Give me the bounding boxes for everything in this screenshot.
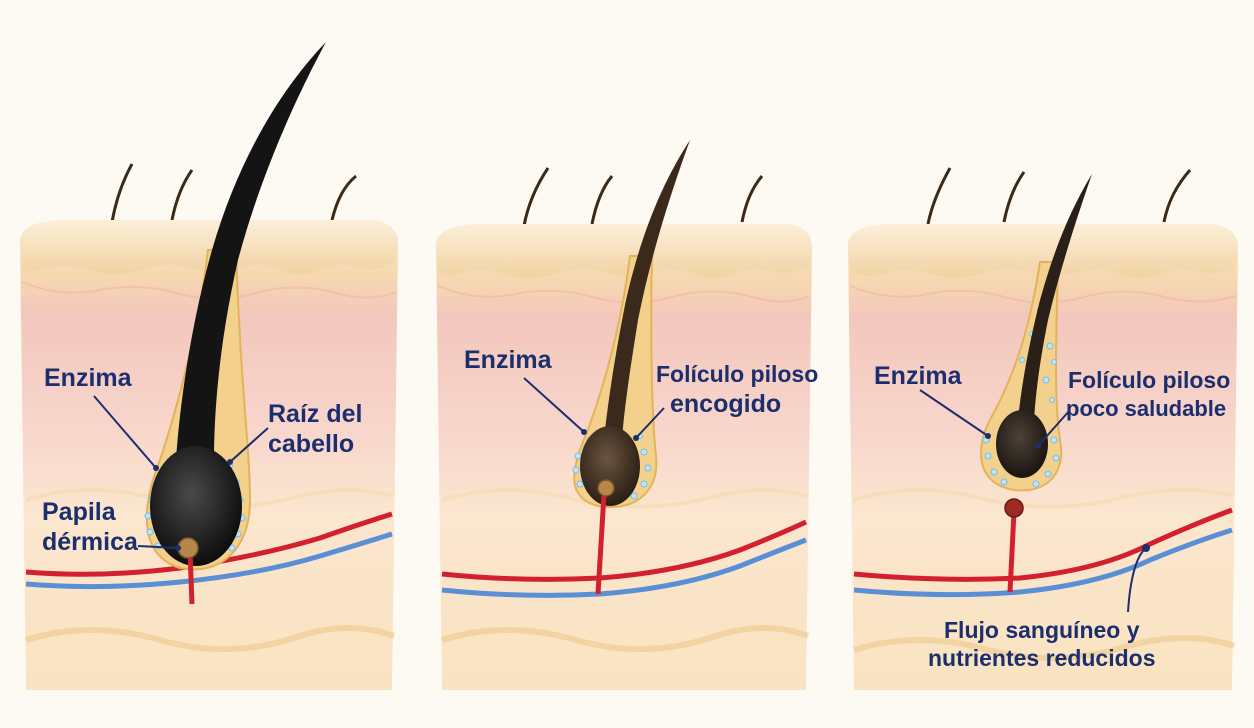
- leader-enzyme: [93, 395, 157, 469]
- epidermis: [848, 224, 1238, 278]
- surface-hair: [590, 175, 614, 225]
- vein: [25, 531, 393, 590]
- hair-bulb: [996, 410, 1048, 478]
- label-follicle-line2: poco saludable: [1066, 396, 1226, 421]
- capillary: [187, 551, 195, 605]
- surface-hair: [170, 169, 194, 221]
- label-root-line1: Raíz del: [268, 400, 362, 428]
- surface-hair: [330, 174, 357, 221]
- hair-bulb: [580, 426, 640, 506]
- label-flow-line2: nutrientes reducidos: [928, 645, 1155, 671]
- enzyme-dots: [572, 433, 652, 500]
- leader-follicle: [1037, 409, 1071, 447]
- panel-healthy: Enzima Raíz del cabello Papila dérmica: [20, 42, 398, 690]
- artery: [853, 507, 1233, 582]
- epidermis: [20, 220, 398, 274]
- label-follicle-line1: Folículo piloso: [1068, 367, 1230, 393]
- surface-hair: [522, 167, 550, 227]
- surface-hair: [740, 175, 764, 223]
- label-root-line2: cabello: [268, 430, 354, 458]
- artery: [441, 519, 808, 582]
- leader-enzyme: [523, 377, 585, 433]
- hair-bulb: [150, 446, 242, 566]
- hair-shaft-healthy: [176, 42, 326, 460]
- panel-unhealthy: Enzima Folículo piloso poco saludable Fl…: [848, 167, 1238, 690]
- hair-shaft-weak: [604, 140, 690, 440]
- surface-hair: [1162, 169, 1192, 223]
- label-follicle-line2: encogido: [670, 390, 781, 418]
- surface-hair: [110, 163, 134, 223]
- label-papilla-line2: dérmica: [42, 528, 139, 556]
- label-papilla-line1: Papila: [42, 498, 117, 526]
- leader-root: [229, 427, 269, 463]
- dermal-papilla: [597, 479, 615, 497]
- surface-hair: [1002, 171, 1026, 223]
- vein: [441, 537, 807, 598]
- capillary: [1007, 511, 1017, 593]
- capillary: [595, 493, 607, 595]
- leader-papilla: [137, 545, 179, 549]
- vein: [853, 527, 1233, 598]
- label-enzyme: Enzima: [874, 362, 963, 390]
- dermal-papilla: [1004, 498, 1024, 518]
- leader-follicle: [635, 407, 665, 439]
- surface-hair: [926, 167, 952, 225]
- epidermis: [436, 224, 812, 278]
- label-flow-line1: Flujo sanguíneo y: [944, 617, 1140, 643]
- artery: [25, 511, 393, 577]
- label-enzyme: Enzima: [464, 346, 553, 374]
- hair-shaft-weak: [1018, 174, 1092, 420]
- label-enzyme: Enzima: [44, 364, 133, 392]
- label-follicle-line1: Folículo piloso: [656, 361, 818, 387]
- panel-shrinking: Enzima Folículo piloso encogido: [436, 140, 818, 690]
- leader-enzyme: [919, 389, 989, 437]
